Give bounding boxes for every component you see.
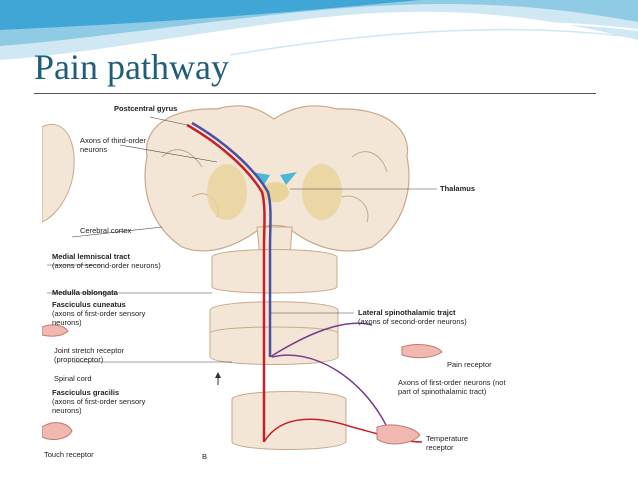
label-axons-first-order: Axons of first-order neurons (not part o… [398, 378, 506, 396]
label-touch-receptor: Touch receptor [44, 450, 94, 459]
label-medial-lemniscal-tract: Medial lemniscal tract [52, 252, 130, 261]
label-spinal-cord: Spinal cord [54, 374, 92, 383]
title-divider [34, 93, 596, 94]
anatomy-illustration [41, 105, 443, 450]
label-joint-stretch-receptor: Joint stretch receptor (proprioceptor) [54, 346, 125, 364]
label-fasciculus-gracilis: Fasciculus gracilis [52, 388, 120, 397]
label-postcentral-gyrus: Postcentral gyrus [114, 104, 178, 113]
pain-pathway-figure: Postcentral gyrus Axons of third-order n… [41, 97, 597, 469]
panel-letter: B [202, 452, 208, 461]
brain-section [144, 105, 410, 252]
slide-title: Pain pathway [34, 47, 229, 87]
label-fasciculus-cuneatus-sub: (axons of first-order sensory neurons) [52, 309, 146, 327]
decorative-banner [0, 0, 638, 60]
label-temperature-receptor: Temperature receptor [426, 434, 469, 452]
label-thalamus: Thalamus [440, 184, 476, 193]
label-axons-third-order: Axons of third-order neurons [80, 136, 146, 154]
label-pain-receptor: Pain receptor [447, 360, 492, 369]
label-medial-lemniscal-sub: (axons of second-order neurons) [52, 261, 161, 270]
label-medulla-oblongata: Medulla oblongata [52, 288, 118, 297]
label-cerebral-cortex: Cerebral cortex [80, 226, 132, 235]
label-lateral-spinothalamic-sub: (axons of second-order neurons) [358, 317, 467, 326]
label-lateral-spinothalamic: Lateral spinothalamic trajct [358, 308, 456, 317]
label-fasciculus-cuneatus: Fasciculus cuneatus [52, 300, 126, 309]
label-fasciculus-gracilis-sub: (axons of first-order sensory neurons) [52, 397, 146, 415]
